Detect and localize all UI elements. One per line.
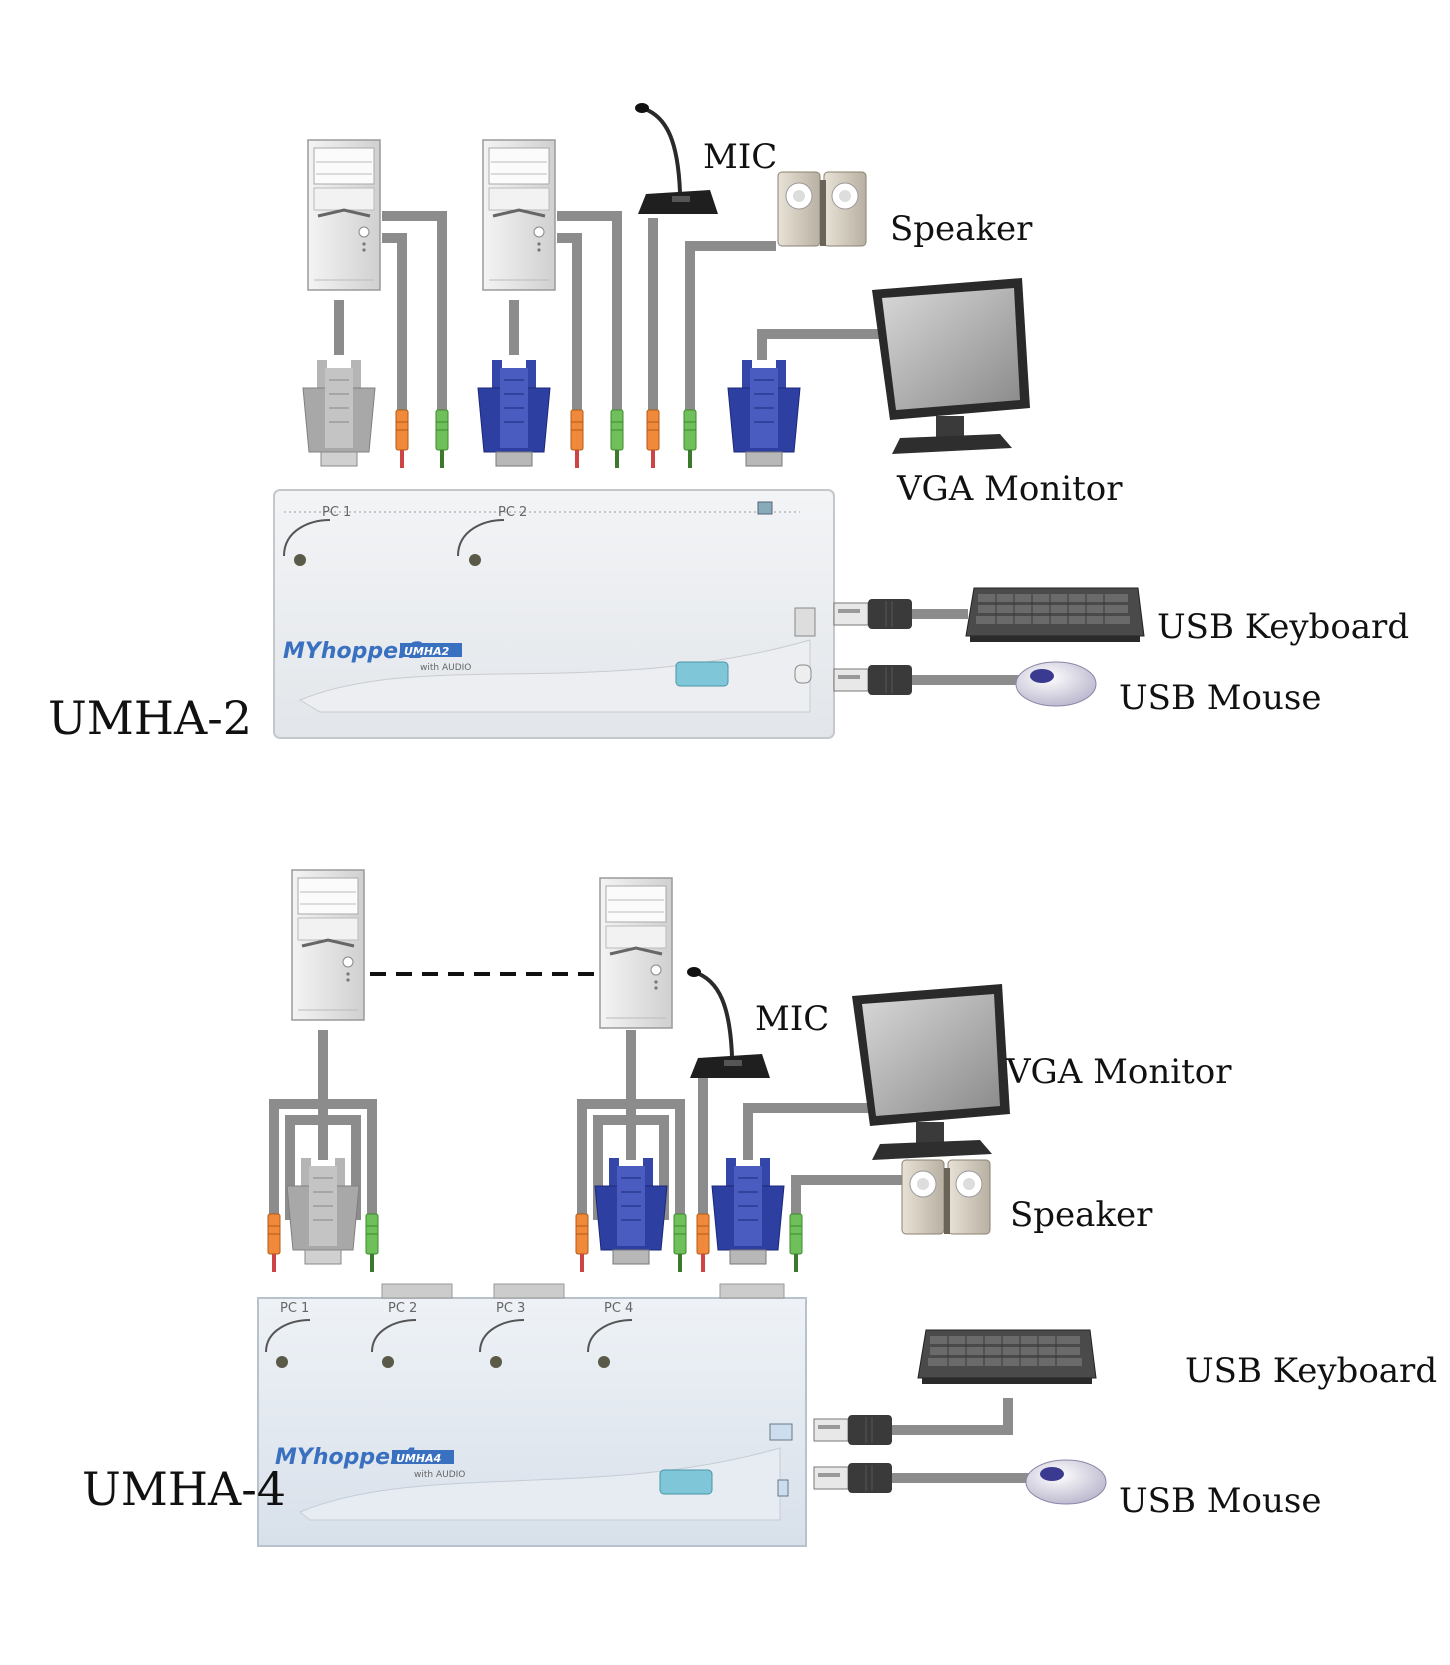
pc1-audio-jack [435, 409, 449, 469]
port-label-pc1: PC 1 [280, 1301, 309, 1316]
pc1-vga-plug [302, 359, 376, 467]
pc2-tower [481, 138, 557, 292]
brand-logo: MYhopper4 UMHA4 with AUDIO [275, 1445, 465, 1480]
mic-jack [696, 1213, 710, 1273]
mic-label: MIC [703, 137, 777, 177]
usb-mouse [1015, 661, 1097, 707]
port-label-pc3: PC 3 [496, 1301, 525, 1316]
pc1-mic-jack [395, 409, 409, 469]
port-label-pc2: PC 2 [498, 505, 527, 520]
keyboard-usb-plug [833, 598, 913, 630]
mic-label: MIC [755, 999, 829, 1039]
bottom-cables [269, 1030, 1030, 1483]
vga-monitor-label: VGA Monitor [1005, 1052, 1232, 1092]
umha4-diagram: PC 1 PC 2 PC 3 PC 4 MYhopper4 UMHA4 with… [82, 868, 1437, 1547]
umha4-kvm-box: PC 1 PC 2 PC 3 PC 4 MYhopper4 UMHA4 with… [257, 1283, 807, 1547]
brand-logo: MYhopper2 UMHA2 with AUDIO [283, 639, 471, 673]
port-label-pc1: PC 1 [322, 505, 351, 520]
svg-text:UMHA4: UMHA4 [396, 1452, 441, 1465]
monitor-vga-plug [711, 1157, 785, 1265]
usb-keyboard-label: USB Keyboard [1157, 607, 1409, 647]
svg-text:with AUDIO: with AUDIO [420, 663, 471, 673]
pc2-audio-jack [610, 409, 624, 469]
pc1-audio-jack [365, 1213, 379, 1273]
lcd-monitor [872, 278, 1030, 454]
speaker-label: Speaker [890, 209, 1033, 249]
speaker-jack [789, 1213, 803, 1273]
pc2-mic-jack [570, 409, 584, 469]
speakers [777, 171, 867, 247]
pc4-mic-jack [575, 1213, 589, 1273]
port-label-pc4: PC 4 [604, 1301, 633, 1316]
model-label-umha2: UMHA-2 [48, 691, 252, 745]
usb-keyboard [965, 587, 1145, 643]
pc4-audio-jack [673, 1213, 687, 1273]
speakers [901, 1159, 991, 1235]
lcd-monitor [852, 984, 1010, 1160]
monitor-vga-plug [727, 359, 801, 467]
pc1-tower [306, 138, 382, 292]
pc2-vga-plug [477, 359, 551, 467]
pc1-vga-plug [286, 1157, 360, 1265]
keyboard-usb-plug [813, 1414, 893, 1446]
pc4-vga-plug [594, 1157, 668, 1265]
pc1-mic-jack [267, 1213, 281, 1273]
pc4-tower [598, 876, 674, 1030]
switch-button[interactable] [675, 661, 729, 687]
usb-keyboard [917, 1329, 1097, 1385]
usb-mouse [1025, 1459, 1107, 1505]
usb-mouse-label: USB Mouse [1119, 1481, 1322, 1521]
mic-jack [646, 409, 660, 469]
umha2-diagram: PC 1 PC 2 MYhopper2 UMHA2 with AUDIO MIC… [48, 101, 1409, 745]
switch-button[interactable] [659, 1469, 713, 1495]
svg-text:with AUDIO: with AUDIO [414, 1470, 465, 1480]
umha2-kvm-box: PC 1 PC 2 MYhopper2 UMHA2 with AUDIO [273, 489, 835, 739]
mouse-usb-plug [813, 1462, 893, 1494]
vga-monitor-label: VGA Monitor [896, 469, 1123, 509]
svg-text:UMHA2: UMHA2 [404, 645, 450, 658]
port-label-pc2: PC 2 [388, 1301, 417, 1316]
usb-mouse-label: USB Mouse [1119, 678, 1322, 718]
usb-keyboard-label: USB Keyboard [1185, 1351, 1437, 1391]
speaker-jack [683, 409, 697, 469]
mouse-usb-plug [833, 664, 913, 696]
model-label-umha4: UMHA-4 [82, 1462, 286, 1516]
pc1-tower [290, 868, 366, 1022]
speaker-label: Speaker [1010, 1195, 1153, 1235]
